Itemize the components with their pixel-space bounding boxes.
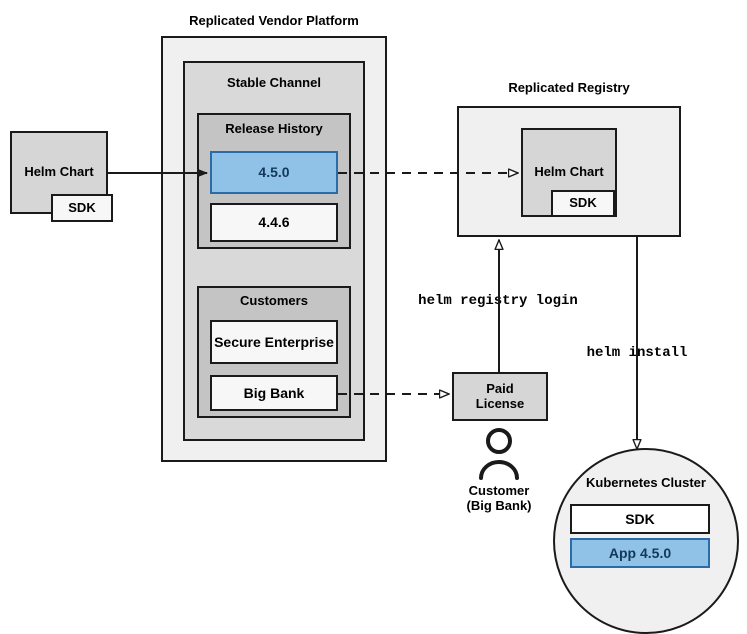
- release-history-title: Release History: [225, 121, 323, 136]
- customer-actor-line2: (Big Bank): [466, 497, 532, 513]
- vendor-platform-title: Replicated Vendor Platform: [189, 13, 359, 28]
- paid-license-line2: License: [475, 395, 525, 411]
- release-item-4-5-0[interactable]: 4.5.0: [210, 151, 338, 194]
- customer-actor-label: Customer (Big Bank): [429, 483, 569, 514]
- customer-actor-line1: Customer: [468, 483, 530, 498]
- registry-title: Replicated Registry: [508, 80, 630, 95]
- command-helm-install: helm install: [586, 345, 688, 361]
- customer-item-big-bank[interactable]: Big Bank: [210, 375, 338, 411]
- kubernetes-cluster-title: Kubernetes Cluster: [586, 475, 706, 490]
- registry-helm-chart-label: Helm Chart: [534, 164, 604, 180]
- cluster-item-app[interactable]: App 4.5.0: [570, 538, 710, 568]
- release-item-4-4-6[interactable]: 4.4.6: [210, 203, 338, 242]
- command-helm-registry-login: helm registry login: [418, 293, 578, 309]
- customer-item-secure-enterprise-label: Secure Enterprise: [214, 333, 334, 350]
- customers-title: Customers: [240, 293, 308, 308]
- cluster-item-sdk[interactable]: SDK: [570, 504, 710, 534]
- source-helm-chart-sdk-box[interactable]: SDK: [51, 194, 113, 222]
- paid-license-box[interactable]: Paid License: [452, 372, 548, 421]
- person-icon: [479, 428, 519, 480]
- source-helm-chart-label: Helm Chart: [24, 164, 94, 180]
- stable-channel-title: Stable Channel: [227, 75, 321, 90]
- paid-license-line1: Paid: [486, 380, 514, 396]
- registry-helm-chart-sdk-box[interactable]: SDK: [551, 190, 615, 217]
- customer-item-secure-enterprise[interactable]: Secure Enterprise: [210, 320, 338, 364]
